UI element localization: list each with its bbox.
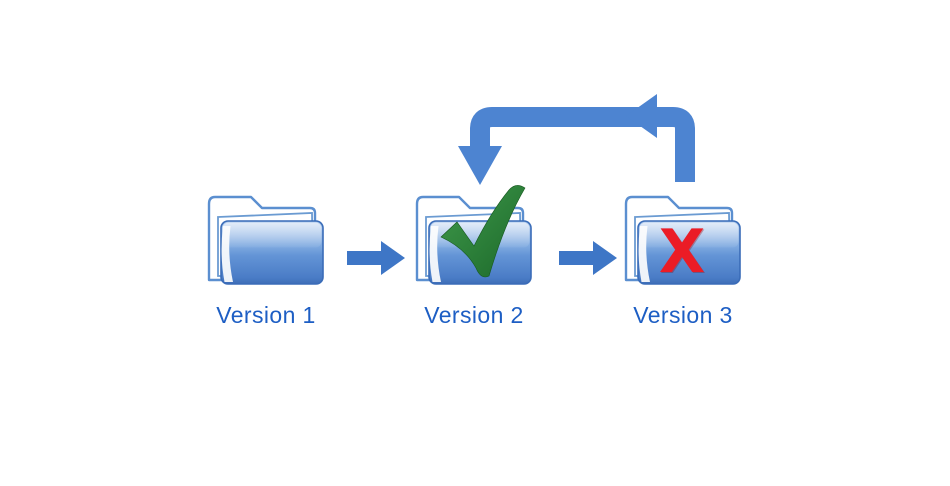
folder-icon [207,195,324,285]
folder-version-1: Version 1 [203,190,329,328]
forward-arrow-2-icon [559,241,617,275]
folder-version-3: X Version 3 [620,190,746,328]
checkmark-icon [440,185,526,278]
x-mark-icon: X [658,217,706,287]
folder-icon [624,195,741,285]
loop-rollback-arrow-icon [458,94,695,185]
folder-label: Version 2 [424,302,524,328]
folder-label: Version 3 [633,302,733,328]
forward-arrow-1-icon [347,241,405,275]
folder-label: Version 1 [216,302,316,328]
folder-version-2: Version 2 [411,185,537,328]
